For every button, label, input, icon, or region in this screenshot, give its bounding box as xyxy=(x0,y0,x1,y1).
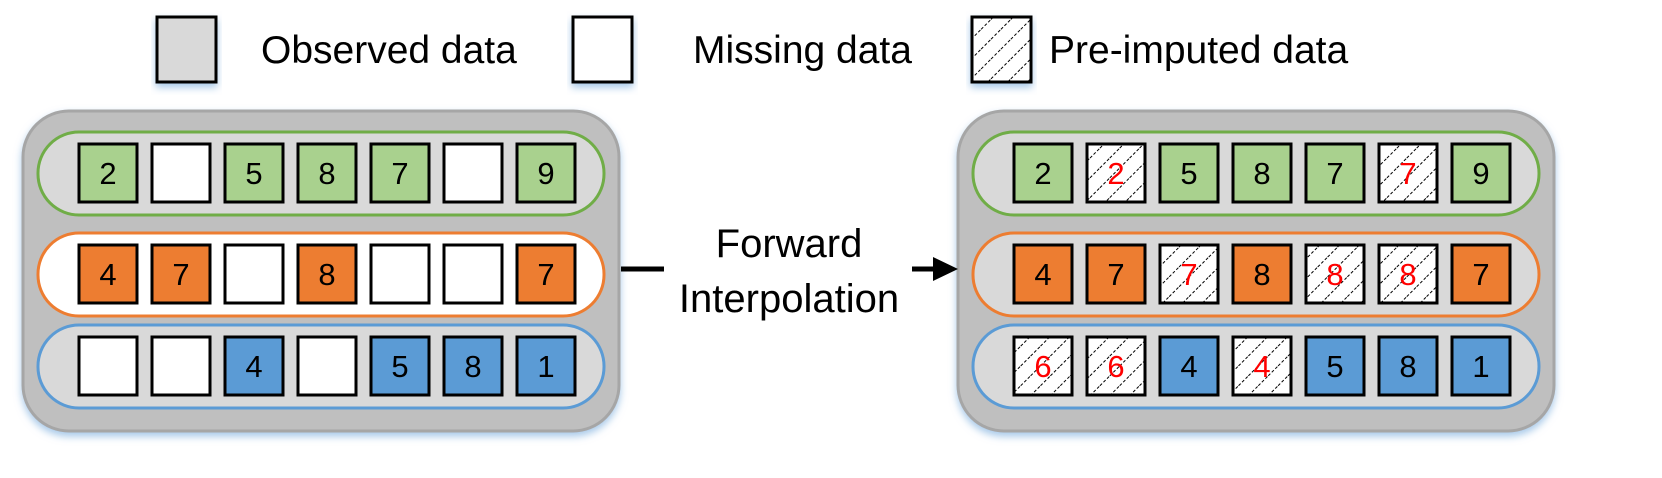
observed-cell xyxy=(369,335,431,397)
preimputed-cell xyxy=(1377,142,1439,204)
before-row-2: 4 7 8 7 xyxy=(36,231,606,318)
observed-cell-value: 1 xyxy=(537,349,554,384)
observed-cell-value: 8 xyxy=(464,349,481,384)
observed-cell-value: 8 xyxy=(318,257,335,292)
observed-cell-value: 4 xyxy=(99,257,116,292)
observed-cell xyxy=(515,243,577,305)
missing-cell xyxy=(150,142,212,204)
observed-cell-value: 7 xyxy=(1472,257,1489,292)
observed-cell xyxy=(1231,142,1293,204)
missing-cell xyxy=(442,142,504,204)
missing-cell xyxy=(296,335,358,397)
observed-cell-value: 4 xyxy=(1034,257,1051,292)
observed-cell-value: 5 xyxy=(1326,349,1343,384)
observed-swatch xyxy=(155,15,218,84)
preimputed-cell-value: 8 xyxy=(1399,257,1416,292)
observed-cell xyxy=(1085,243,1147,305)
observed-cell xyxy=(515,142,577,204)
observed-cell-value: 8 xyxy=(318,156,335,191)
preimputed-cell xyxy=(1231,335,1293,397)
arrow-head xyxy=(933,257,958,281)
observed-cell xyxy=(1450,243,1512,305)
observed-cell-value: 1 xyxy=(1472,349,1489,384)
observed-cell-value: 7 xyxy=(391,156,408,191)
legend-missing-label: Missing data xyxy=(693,29,912,72)
missing-cell xyxy=(442,243,504,305)
observed-cell xyxy=(1012,142,1074,204)
method-label-line1: Forward xyxy=(716,222,863,266)
observed-cell xyxy=(369,142,431,204)
observed-cell-value: 9 xyxy=(1472,156,1489,191)
legend-preimputed-label: Pre-imputed data xyxy=(1049,29,1348,72)
observed-cell-value: 8 xyxy=(1253,257,1270,292)
preimputed-swatch xyxy=(970,15,1033,84)
observed-cell xyxy=(223,142,285,204)
before-row-3: 4 5 8 1 xyxy=(36,323,606,410)
observed-cell xyxy=(296,243,358,305)
preimputed-cell xyxy=(1304,243,1366,305)
missing-cell xyxy=(77,335,139,397)
observed-cell-value: 7 xyxy=(537,257,554,292)
after-row-2: 4 7 7 8 8 8 7 xyxy=(971,231,1541,318)
observed-cell-value: 7 xyxy=(1107,257,1124,292)
preimputed-cell xyxy=(1012,335,1074,397)
preimputed-cell xyxy=(1158,243,1220,305)
observed-cell xyxy=(296,142,358,204)
legend-observed-label: Observed data xyxy=(261,29,517,72)
observed-cell xyxy=(1304,142,1366,204)
observed-cell-value: 4 xyxy=(1180,349,1197,384)
missing-swatch xyxy=(571,15,634,84)
missing-cell xyxy=(150,335,212,397)
observed-cell xyxy=(150,243,212,305)
observed-cell-value: 7 xyxy=(172,257,189,292)
observed-cell xyxy=(1158,335,1220,397)
observed-cell xyxy=(442,335,504,397)
after-row-3: 6 6 4 4 5 8 1 xyxy=(971,323,1541,410)
method-label-line2: Interpolation xyxy=(679,277,899,321)
preimputed-cell xyxy=(1377,243,1439,305)
preimputed-cell-value: 6 xyxy=(1034,349,1051,384)
observed-cell xyxy=(515,335,577,397)
before-row-1: 2 5 8 7 9 xyxy=(36,130,606,217)
observed-cell-value: 8 xyxy=(1399,349,1416,384)
observed-cell xyxy=(1158,142,1220,204)
before-rows: 2 5 8 7 9 4 7 8 7 4 5 8 1 xyxy=(36,130,606,410)
observed-cell xyxy=(1377,335,1439,397)
preimputed-cell xyxy=(1085,142,1147,204)
observed-cell xyxy=(1450,142,1512,204)
observed-cell-value: 8 xyxy=(1253,156,1270,191)
observed-cell-value: 5 xyxy=(391,349,408,384)
preimputed-cell-value: 4 xyxy=(1253,349,1270,384)
observed-cell-value: 9 xyxy=(537,156,554,191)
observed-cell xyxy=(1304,335,1366,397)
before-panel: 2 5 8 7 9 4 7 8 7 4 5 8 1 xyxy=(21,109,621,433)
preimputed-cell-value: 6 xyxy=(1107,349,1124,384)
after-panel: 2 2 5 8 7 7 9 4 7 7 8 8 8 7 6 6 4 4 5 8 1 xyxy=(956,109,1556,433)
observed-cell xyxy=(77,243,139,305)
legend: Observed data Missing data Pre-imputed d… xyxy=(155,15,1348,84)
after-rows: 2 2 5 8 7 7 9 4 7 7 8 8 8 7 6 6 4 4 5 8 1 xyxy=(971,130,1541,410)
observed-cell-value: 5 xyxy=(1180,156,1197,191)
missing-cell xyxy=(223,243,285,305)
method-arrow: Forward Interpolation xyxy=(621,222,958,321)
preimputed-cell-value: 7 xyxy=(1399,156,1416,191)
missing-cell xyxy=(369,243,431,305)
observed-cell xyxy=(77,142,139,204)
observed-cell-value: 4 xyxy=(245,349,262,384)
observed-cell xyxy=(1012,243,1074,305)
observed-cell-value: 2 xyxy=(1034,156,1051,191)
observed-cell-value: 7 xyxy=(1326,156,1343,191)
preimputed-cell-value: 7 xyxy=(1180,257,1197,292)
preimputed-cell-value: 2 xyxy=(1107,156,1124,191)
observed-cell-value: 2 xyxy=(99,156,116,191)
observed-cell xyxy=(1231,243,1293,305)
preimputed-cell-value: 8 xyxy=(1326,257,1343,292)
observed-cell xyxy=(1450,335,1512,397)
after-row-1: 2 2 5 8 7 7 9 xyxy=(971,130,1541,217)
observed-cell-value: 5 xyxy=(245,156,262,191)
preimputed-cell xyxy=(1085,335,1147,397)
observed-cell xyxy=(223,335,285,397)
